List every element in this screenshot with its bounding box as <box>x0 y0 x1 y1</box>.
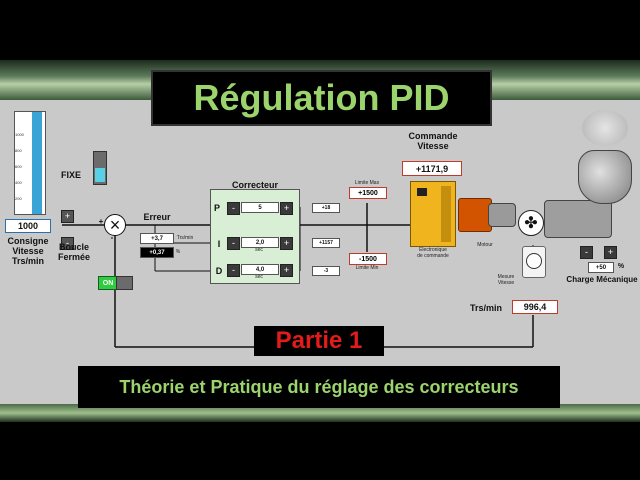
p-increase-button[interactable]: + <box>280 202 293 215</box>
setpoint-gauge-fill <box>32 112 42 214</box>
motor-icon <box>458 198 492 232</box>
fixe-switch-indicator <box>95 168 105 182</box>
limit-max-label: Limite Max <box>354 180 380 186</box>
limit-min-value[interactable]: -1500 <box>349 253 387 265</box>
limit-max-value[interactable]: +1500 <box>349 187 387 199</box>
gauge-tick: 200 <box>15 196 22 201</box>
corrector-title: Correcteur <box>231 180 278 190</box>
setpoint-value[interactable]: 1000 <box>5 219 51 233</box>
d-time-value[interactable]: 4,0 <box>241 264 279 275</box>
i-time-value[interactable]: 2,0 <box>241 237 279 248</box>
load-unit: % <box>617 263 625 270</box>
loop-on-button[interactable]: ON <box>98 276 118 290</box>
p-letter: P <box>213 203 220 213</box>
summing-junction-icon: × <box>104 214 126 236</box>
d-time-unit: sec <box>255 274 263 280</box>
drive-heatsink-icon <box>441 186 451 242</box>
speed-sensor-icon <box>522 246 546 278</box>
sum-minus-sign: - <box>110 233 114 242</box>
gauge-tick: 400 <box>15 180 22 185</box>
bottom-banner <box>0 404 640 422</box>
sum-plus-sign: + <box>98 217 104 226</box>
error-label: Erreur <box>143 212 171 222</box>
centrifuge-base-icon <box>544 200 612 238</box>
load-decrease-button[interactable]: - <box>580 246 593 259</box>
page-title: Régulation PID <box>151 70 492 126</box>
gauge-tick: 600 <box>15 164 22 169</box>
speed-sensor-dial-icon <box>526 253 542 269</box>
centrifuge-icon <box>578 150 632 204</box>
load-increase-button[interactable]: + <box>604 246 617 259</box>
steam-icon <box>582 110 628 146</box>
d-decrease-button[interactable]: - <box>227 264 240 277</box>
d-output-value: -3 <box>312 266 340 276</box>
setpoint-decrease-button[interactable]: - <box>61 237 74 250</box>
load-value: +50 <box>588 262 614 273</box>
page-subtitle: Théorie et Pratique du réglage des corre… <box>78 366 560 408</box>
measure-value: 996,4 <box>512 300 558 314</box>
setpoint-gauge: 1000 800 600 400 200 <box>14 111 46 215</box>
i-time-unit: sec <box>255 247 263 253</box>
d-letter: D <box>215 266 223 276</box>
load-label: Charge Mécanique <box>566 275 638 284</box>
fixe-label: FIXE <box>60 170 81 180</box>
motor-label: Motour <box>477 242 493 248</box>
limit-min-label: Limite Min <box>355 265 379 271</box>
gauge-tick: 800 <box>15 148 22 153</box>
error-pct-unit: % <box>175 249 181 255</box>
loop-off-button[interactable] <box>116 276 133 290</box>
i-decrease-button[interactable]: - <box>227 237 240 250</box>
p-output-value: +18 <box>312 203 340 213</box>
i-output-value: +1157 <box>312 238 340 248</box>
gauge-tick: 1000 <box>15 132 24 137</box>
drive-electronics-icon <box>410 181 456 247</box>
command-value: +1171,9 <box>402 161 462 176</box>
fixe-switch[interactable] <box>93 151 107 185</box>
measure-unit: Trs/min <box>469 303 502 313</box>
p-gain-value[interactable]: 5 <box>241 202 279 213</box>
motor-housing-icon <box>488 203 516 227</box>
part-label: Partie 1 <box>254 326 384 356</box>
d-increase-button[interactable]: + <box>280 264 293 277</box>
error-trs-value: +3,7 <box>140 233 174 244</box>
p-decrease-button[interactable]: - <box>227 202 240 215</box>
fan-icon: ✤ <box>518 210 544 236</box>
error-trs-unit: Trs/min <box>176 235 194 241</box>
i-letter: I <box>217 239 221 249</box>
error-pct-value: +0,37 <box>140 247 174 258</box>
setpoint-increase-button[interactable]: + <box>61 210 74 223</box>
drive-display-icon <box>417 188 427 196</box>
i-increase-button[interactable]: + <box>280 237 293 250</box>
